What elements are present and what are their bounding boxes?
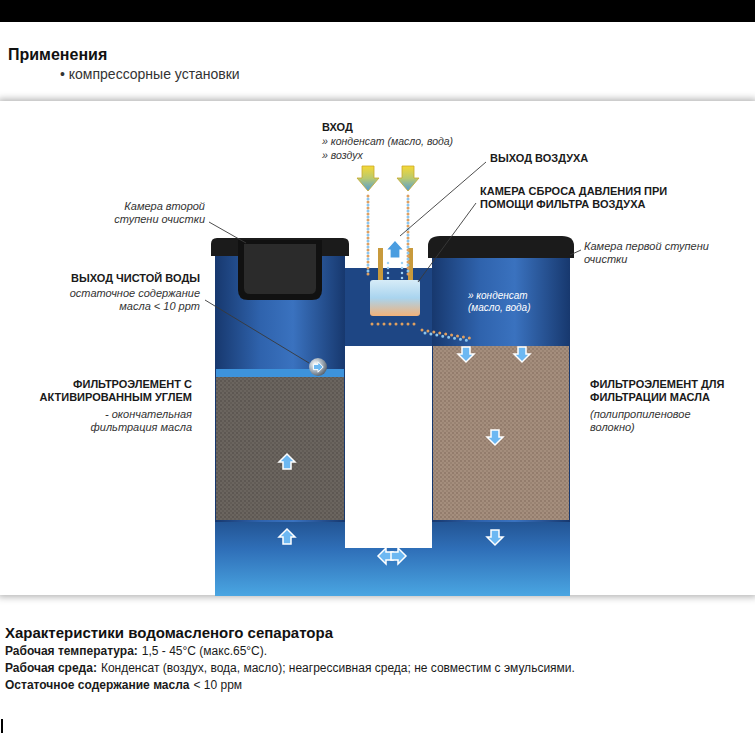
spec-name: Рабочая среда:	[5, 661, 97, 675]
separator-body	[211, 236, 574, 596]
callout-heading: КАМЕРА СБРОСА ДАВЛЕНИЯ ПРИ ПОМОЩИ ФИЛЬТР…	[480, 185, 705, 211]
part-label: Камера второй ступени очистки	[105, 200, 205, 226]
spec-row: Рабочая температура: 1,5 - 45°C (макс.65°…	[5, 644, 750, 658]
part-label: Камера первой ступени очистки	[584, 240, 714, 266]
spec-value: 1,5 - 45°C (макс.65°C).	[142, 644, 267, 658]
spec-name: Остаточное содержание масла	[5, 678, 190, 692]
callout-note: - окончательная фильтрация масла	[40, 408, 192, 434]
spec-row: Рабочая среда: Конденсат (воздух, вода, м…	[5, 661, 750, 675]
callout-heading: ВЫХОД ВОЗДУХА	[490, 152, 690, 165]
spec-name: Рабочая температура:	[5, 644, 138, 658]
edge-mark	[1, 719, 3, 733]
callout-note: » воздух	[322, 149, 442, 162]
callout-heading: ВХОД	[322, 121, 442, 134]
flow-arrows	[279, 166, 530, 564]
spec-value: Конденсат (воздух, вода, масло); неагрес…	[101, 661, 575, 675]
callout-heading: ФИЛЬТРОЭЛЕМЕНТ ДЛЯ ФИЛЬТРАЦИИ МАСЛА	[590, 378, 750, 404]
water-outlet	[309, 358, 327, 376]
oil-filter	[433, 346, 569, 520]
section-heading: Применения	[8, 45, 308, 64]
flow-label: » конденсат (масло, вода)	[468, 290, 546, 314]
section-heading: Характеристики водомасленого сепаратора	[5, 624, 605, 642]
spec-value: < 10 ррм	[194, 678, 243, 692]
carbon-filter	[216, 377, 344, 520]
callout-note: (полипропиленовое волокно)	[590, 408, 710, 434]
callout-heading: ФИЛЬТРОЭЛЕМЕНТ С АКТИВИРОВАННЫМ УГЛЕМ	[12, 378, 192, 404]
spec-row: Остаточное содержание масла < 10 ррм	[5, 678, 750, 692]
bullet-item: • компрессорные установки	[60, 66, 380, 83]
top-bar	[0, 0, 755, 22]
callout-note: » конденсат (масло, вода)	[322, 135, 482, 148]
callout-heading: ВЫХОД ЧИСТОЙ ВОДЫ	[40, 272, 200, 285]
flow-dots	[368, 196, 470, 341]
callout-note: остаточное содержание масла < 10 ppm	[60, 287, 200, 313]
